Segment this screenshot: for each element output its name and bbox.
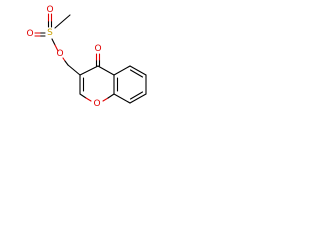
bond-c4-c4a bbox=[97, 65, 115, 76]
bond-o-ch2 bbox=[64, 60, 69, 66]
bond-o1-c8a bbox=[107, 93, 115, 99]
bond-methyl-s bbox=[54, 14, 71, 29]
atom-sulfonyl-oxygen-top: O bbox=[46, 5, 53, 15]
heteroatom-bonds bbox=[34, 13, 115, 102]
carbon-bonds bbox=[54, 14, 147, 104]
atom-ring-oxygen: O bbox=[93, 99, 100, 109]
bond-ch2-c3 bbox=[67, 64, 81, 76]
bond-c5-c6 bbox=[129, 65, 147, 76]
bond-c5-c6-inner bbox=[129, 69, 144, 78]
bond-c7-c8-inner bbox=[129, 91, 144, 100]
bond-c2-o1 bbox=[79, 93, 87, 99]
atom-carbonyl-oxygen: O bbox=[94, 44, 101, 54]
bond-c3-c4 bbox=[79, 65, 99, 76]
bond-s-o-ester-red bbox=[54, 44, 59, 52]
bond-o-ch2-red bbox=[62, 57, 66, 62]
atom-labels: S O O O O O bbox=[26, 5, 101, 109]
bond-c2-o1-red bbox=[85, 97, 92, 102]
atom-sulfonyl-oxygen-left: O bbox=[26, 29, 33, 39]
atom-sulfur: S bbox=[47, 28, 53, 38]
bond-o1-c8a-red bbox=[102, 97, 109, 102]
bond-s-o-ester bbox=[51, 38, 56, 46]
atom-ester-oxygen: O bbox=[56, 49, 63, 59]
bond-c7-c8 bbox=[129, 93, 147, 104]
bond-c8-c8a bbox=[113, 93, 131, 104]
chemical-structure: S O O O O O bbox=[26, 5, 147, 109]
bond-c4a-c5 bbox=[113, 65, 131, 76]
